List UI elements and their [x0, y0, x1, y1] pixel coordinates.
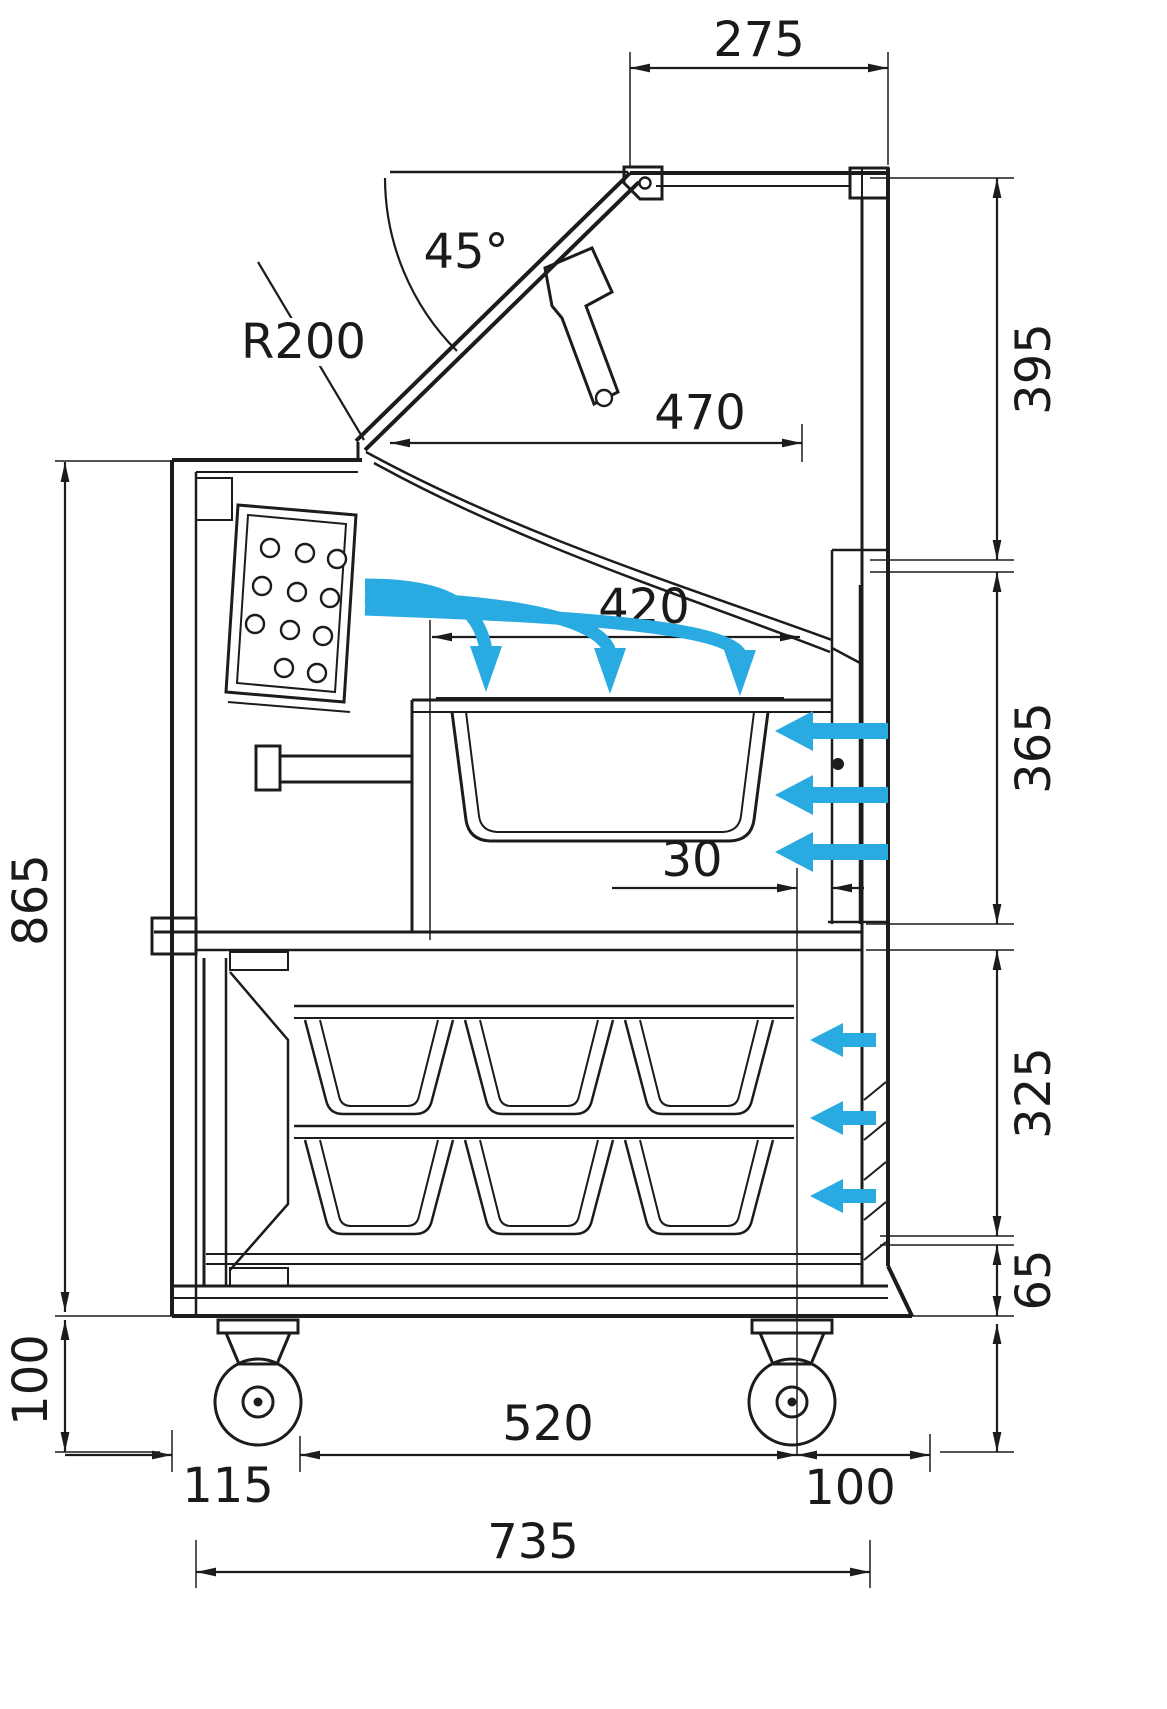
radius-label: R200: [241, 314, 366, 370]
display-ceiling: [365, 450, 863, 924]
caster-rear: [747, 1318, 837, 1447]
angle-annotation-45: 45°: [383, 170, 628, 352]
case-structure: [55, 165, 914, 1447]
fan-panel: [224, 503, 358, 713]
dims-right-column: 395 365 325 65: [866, 177, 1062, 1453]
canopy: [622, 165, 890, 552]
dims-left-column: 865 100: [3, 460, 172, 1453]
airflow-arrows: [364, 578, 888, 1213]
storage-door: [202, 958, 290, 1287]
dim-470-label: 470: [654, 385, 746, 441]
mid-divider: [150, 916, 888, 971]
front-wall: [170, 458, 362, 1316]
dim-395-label: 395: [1006, 323, 1062, 415]
glass-panel: [354, 171, 641, 460]
glass-hinge-handle: [543, 246, 620, 407]
dim-520-label: 520: [502, 1396, 594, 1452]
base-frame: [55, 1253, 912, 1318]
dim-365-label: 365: [1006, 702, 1062, 794]
caster-front: [213, 1318, 303, 1447]
angle-label: 45°: [423, 224, 508, 280]
dim-275-label: 275: [713, 12, 805, 68]
dim-865-label: 865: [3, 854, 59, 946]
dim-100-bottom-label: 100: [804, 1460, 896, 1516]
dims-bottom-row: 115 520 100 735: [65, 1396, 931, 1588]
dim-100-left-label: 100: [3, 1334, 59, 1426]
dim-30-label: 30: [661, 832, 722, 888]
dim-opening-470: 470: [390, 385, 803, 462]
storage-bins: [294, 1004, 794, 1236]
dim-325-label: 325: [1006, 1047, 1062, 1139]
sensor-dot: [832, 758, 844, 770]
rear-wall: [860, 168, 914, 1317]
dim-735-label: 735: [487, 1514, 579, 1570]
radius-annotation-r200: R200: [236, 261, 372, 441]
dim-rear-gap-30: 30: [612, 832, 864, 1455]
airflow-curved-arrows: [364, 578, 756, 696]
dim-115-label: 115: [182, 1458, 274, 1514]
gn-pan: [410, 697, 844, 932]
dim-canopy-275: 275: [629, 12, 889, 168]
dim-65-label: 65: [1006, 1249, 1062, 1310]
airflow-rear-upper-arrows: [775, 711, 888, 872]
airflow-rear-lower-arrows: [810, 1023, 876, 1213]
support-arm: [254, 744, 414, 792]
